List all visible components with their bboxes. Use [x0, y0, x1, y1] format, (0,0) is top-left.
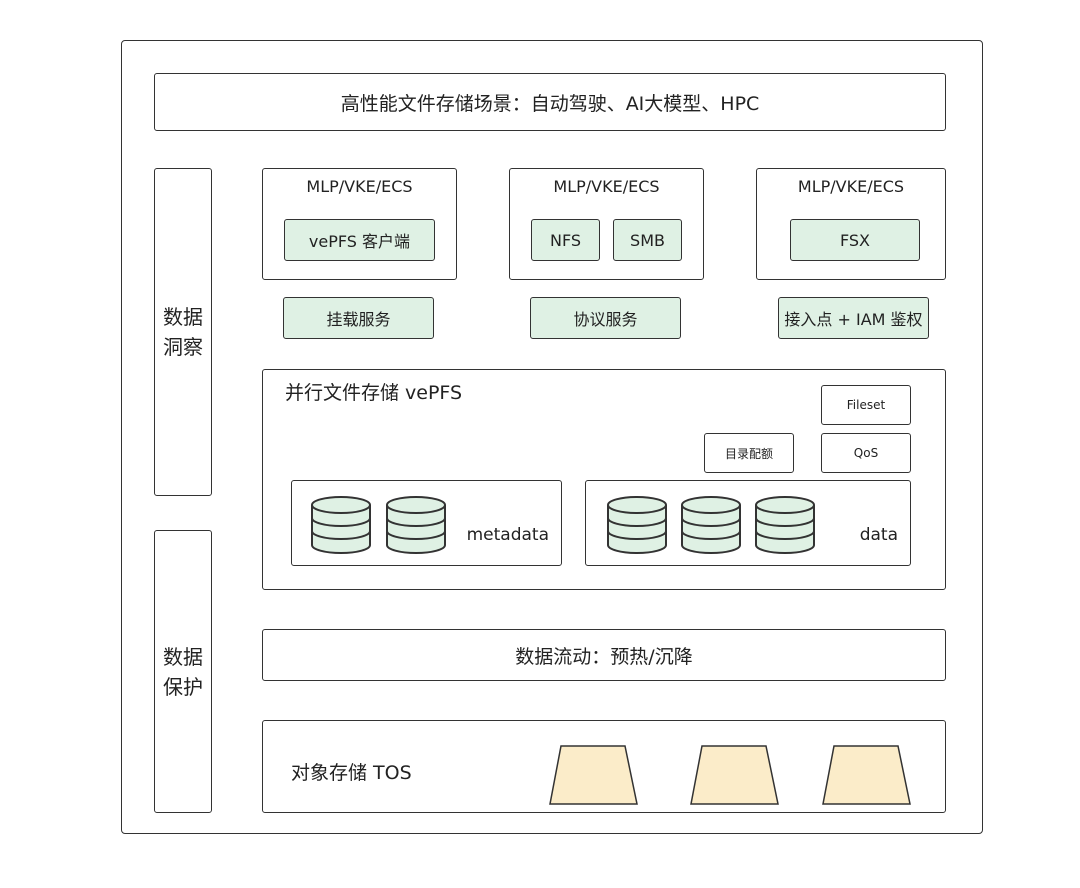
client-group-vepfs: MLP/VKE/ECS vePFS 客户端 — [262, 168, 457, 280]
data-insight-label-line2: 洞察 — [163, 335, 203, 359]
client-group-protocols: MLP/VKE/ECS NFS SMB — [509, 168, 704, 280]
metadata-label: metadata — [466, 525, 549, 545]
bucket-icon — [822, 745, 911, 805]
nfs-label: NFS — [549, 230, 582, 250]
vepfs-client-label: vePFS 客户端 — [308, 232, 411, 251]
data-label: data — [859, 525, 898, 545]
qos-label: QoS — [853, 446, 879, 460]
bucket-icon — [549, 745, 638, 805]
fileset-box: Fileset — [821, 385, 911, 425]
fileset-label: Fileset — [846, 398, 886, 412]
dir-quota-label: 目录配额 — [724, 446, 773, 461]
database-icon — [755, 496, 815, 554]
database-icon — [607, 496, 667, 554]
scenario-banner: 高性能文件存储场景：自动驾驶、AI大模型、HPC — [154, 73, 946, 131]
mount-service-box: 挂载服务 — [283, 297, 434, 339]
mount-service-label: 挂载服务 — [326, 310, 391, 329]
smb-label: SMB — [630, 230, 665, 250]
database-icon — [681, 496, 741, 554]
data-flow-banner: 数据流动：预热/沉降 — [262, 629, 946, 681]
metadata-box: metadata — [291, 480, 562, 566]
data-protection-label-line1: 数据 — [163, 644, 203, 669]
access-point-iam-label: 接入点 + IAM 鉴权 — [784, 310, 923, 329]
client-group-header: MLP/VKE/ECS — [306, 177, 413, 196]
tos-container: 对象存储 TOS — [262, 720, 946, 813]
data-protection-column: 数据 保护 — [154, 530, 212, 813]
protocol-service-box: 协议服务 — [530, 297, 681, 339]
data-protection-label-line2: 保护 — [163, 674, 203, 699]
vepfs-title: 并行文件存储 vePFS — [285, 382, 463, 404]
dir-quota-box: 目录配额 — [704, 433, 794, 473]
client-group-header: MLP/VKE/ECS — [553, 177, 660, 196]
client-group-fsx: MLP/VKE/ECS FSX — [756, 168, 946, 280]
protocol-service-label: 协议服务 — [573, 310, 638, 329]
fsx-label: FSX — [839, 230, 871, 250]
tos-title: 对象存储 TOS — [291, 762, 412, 784]
data-insight-column: 数据 洞察 — [154, 168, 212, 496]
qos-box: QoS — [821, 433, 911, 473]
data-box: data — [585, 480, 911, 566]
database-icon — [311, 496, 371, 554]
data-insight-label-line1: 数据 — [163, 305, 203, 329]
bucket-icon — [690, 745, 779, 805]
scenario-title: 高性能文件存储场景：自动驾驶、AI大模型、HPC — [340, 92, 760, 115]
access-point-iam-box: 接入点 + IAM 鉴权 — [778, 297, 929, 339]
data-flow-label: 数据流动：预热/沉降 — [515, 645, 693, 668]
nfs-box: NFS — [531, 219, 600, 261]
smb-box: SMB — [613, 219, 682, 261]
fsx-box: FSX — [790, 219, 920, 261]
vepfs-client-box: vePFS 客户端 — [284, 219, 435, 261]
client-group-header: MLP/VKE/ECS — [797, 177, 905, 196]
vepfs-container: 并行文件存储 vePFS Fileset 目录配额 QoS metadata — [262, 369, 946, 590]
database-icon — [386, 496, 446, 554]
